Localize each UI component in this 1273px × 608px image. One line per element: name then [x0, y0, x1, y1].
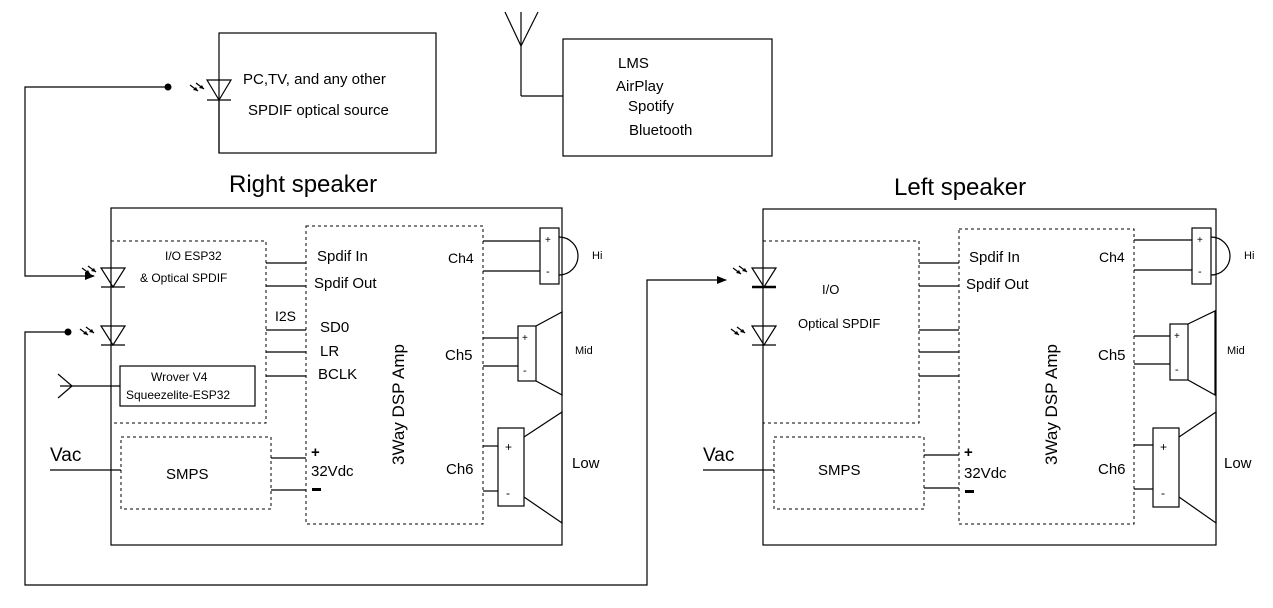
right-vdc-label: 32Vdc	[311, 463, 354, 480]
left-led-input-icon	[732, 265, 778, 289]
left-speaker: Left speaker I/O Optical SPDIF 3Way DSP …	[703, 174, 1254, 546]
right-vac-label: Vac	[50, 445, 81, 466]
svg-text:-: -	[1198, 266, 1202, 278]
right-speaker: Right speaker I/O ESP32 & Optical SPDIF …	[50, 171, 602, 546]
wifi-antenna-icon	[57, 373, 120, 399]
svg-text:-: -	[1175, 364, 1179, 376]
left-ch4: Ch4	[1099, 249, 1125, 265]
right-ch4: Ch4	[448, 250, 474, 266]
svg-text:-: -	[523, 365, 527, 377]
svg-text:+: +	[1160, 440, 1167, 454]
svg-text:-: -	[506, 486, 510, 500]
right-led-output-icon	[79, 325, 127, 347]
streaming-sources: LMS AirPlay Spotify Bluetooth	[504, 11, 773, 157]
right-smps-label: SMPS	[166, 466, 209, 483]
left-spdif-in: Spdif In	[969, 249, 1020, 266]
left-woofer-icon: + -	[1134, 410, 1217, 525]
left-spdif-out: Spdif Out	[966, 276, 1029, 293]
right-amp-title: 3Way DSP Amp	[389, 344, 408, 465]
left-smps	[773, 436, 925, 510]
left-amp-title: 3Way DSP Amp	[1042, 344, 1061, 465]
left-led-output-icon	[730, 325, 778, 347]
stream-airplay: AirPlay	[616, 78, 664, 95]
wrover-module	[119, 365, 256, 407]
right-io-block	[110, 240, 267, 424]
right-smps	[120, 436, 272, 510]
wrover-label2: Squeezelite-ESP32	[126, 388, 230, 402]
svg-text:+: +	[545, 235, 551, 246]
svg-text:+: +	[505, 440, 512, 454]
right-signal-bclk: BCLK	[318, 366, 357, 383]
left-ch6: Ch6	[1098, 461, 1126, 478]
right-hi-label: Hi	[592, 250, 602, 262]
left-io-label2: Optical SPDIF	[798, 316, 880, 331]
right-i2s-label: I2S	[275, 308, 296, 324]
right-mid-label: Mid	[575, 345, 593, 357]
right-signal-lr: LR	[320, 343, 339, 360]
right-ch5: Ch5	[445, 347, 473, 364]
left-tweeter-icon: + -	[1134, 227, 1231, 285]
stream-lms: LMS	[618, 55, 649, 72]
right-woofer-icon: + -	[483, 410, 563, 525]
left-smps-label: SMPS	[818, 462, 861, 479]
right-led-input-icon	[81, 265, 127, 289]
right-plus: +	[311, 444, 320, 461]
left-io-label1: I/O	[822, 282, 839, 297]
svg-text:+: +	[1197, 235, 1203, 246]
svg-text:-: -	[1161, 486, 1165, 500]
left-hi-label: Hi	[1244, 250, 1254, 262]
right-spdif-in: Spdif In	[317, 248, 368, 265]
left-ch5: Ch5	[1098, 347, 1126, 364]
wrover-label1: Wrover V4	[151, 370, 208, 384]
left-plus: +	[964, 444, 973, 461]
source-label-line2: SPDIF optical source	[248, 102, 389, 119]
right-tweeter-icon: + -	[483, 227, 579, 285]
left-vdc-label: 32Vdc	[964, 465, 1007, 482]
right-ch6: Ch6	[446, 461, 474, 478]
right-io-label1: I/O ESP32	[165, 249, 222, 263]
stream-bluetooth: Bluetooth	[629, 122, 692, 139]
left-vac-label: Vac	[703, 445, 734, 466]
source-label-line1: PC,TV, and any other	[243, 71, 386, 88]
right-io-label2: & Optical SPDIF	[140, 271, 227, 285]
svg-text:-: -	[546, 266, 550, 278]
left-io-block	[762, 240, 920, 424]
right-spdif-out: Spdif Out	[314, 275, 377, 292]
right-speaker-title: Right speaker	[229, 171, 377, 198]
optical-cables	[24, 83, 727, 586]
right-mid-driver-icon: + -	[483, 310, 563, 397]
spdif-source: PC,TV, and any other SPDIF optical sourc…	[189, 32, 437, 154]
right-signal-sd0: SD0	[320, 319, 349, 336]
stream-spotify: Spotify	[628, 98, 674, 115]
svg-text:+: +	[522, 333, 528, 344]
svg-text:+: +	[1174, 331, 1180, 342]
left-low-label: Low	[1224, 455, 1252, 472]
source-led-icon	[189, 79, 233, 153]
right-low-label: Low	[572, 455, 600, 472]
left-speaker-title: Left speaker	[894, 174, 1026, 201]
antenna-icon	[504, 11, 563, 97]
left-mid-driver-icon: + -	[1134, 310, 1216, 397]
right-amp-block	[305, 225, 484, 525]
left-mid-label: Mid	[1227, 345, 1245, 357]
